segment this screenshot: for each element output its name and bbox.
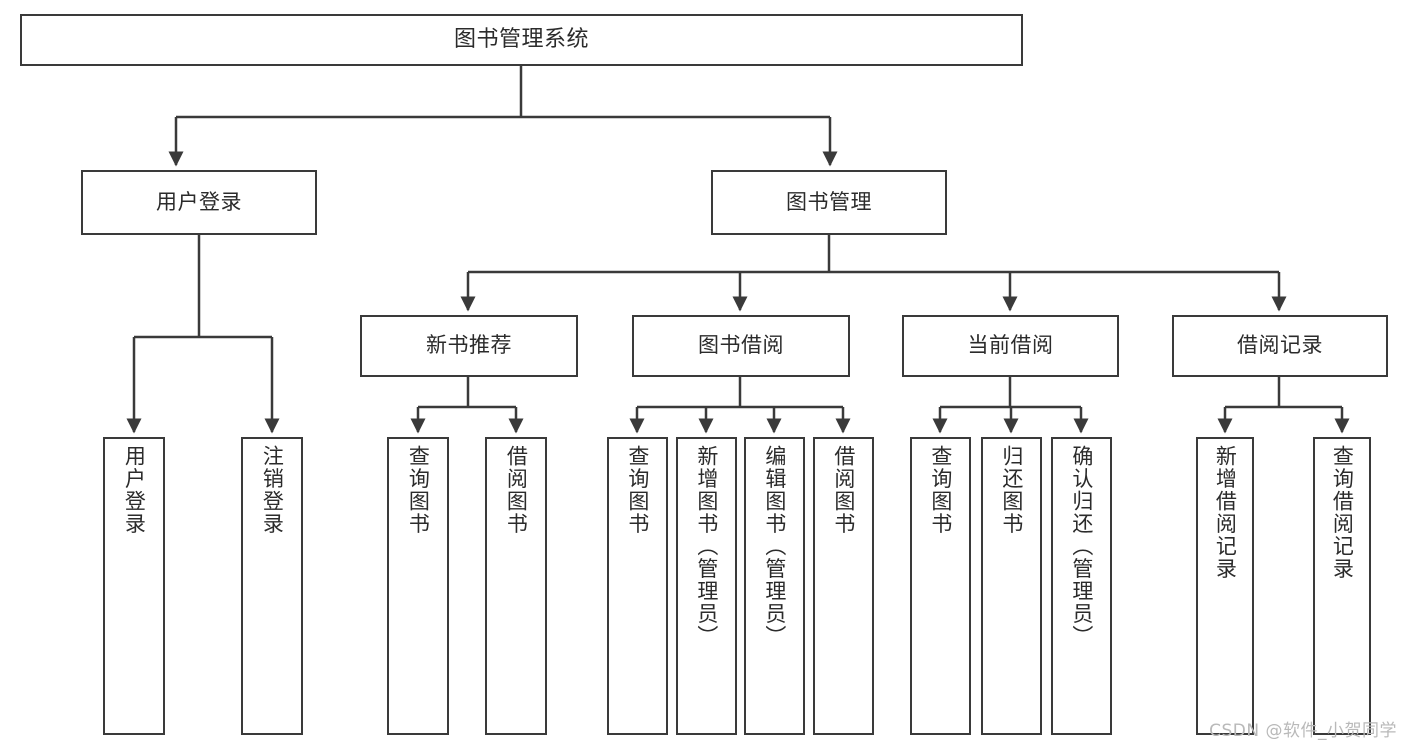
node-root-system[interactable]: 图书管理系统 xyxy=(20,14,1023,66)
leaf-newbook-borrow-book-label: 借阅图书 xyxy=(504,445,529,535)
leaf-borrow-lend-book-label: 借阅图书 xyxy=(831,445,856,535)
leaf-user-login-label: 用户登录 xyxy=(122,445,147,535)
node-new-book-recommend[interactable]: 新书推荐 xyxy=(360,315,578,377)
leaf-borrow-lend-book[interactable]: 借阅图书 xyxy=(813,437,874,735)
leaf-record-add-record[interactable]: 新增借阅记录 xyxy=(1196,437,1254,735)
node-user-login-label: 用户登录 xyxy=(156,189,242,214)
leaf-user-login[interactable]: 用户登录 xyxy=(103,437,165,735)
leaf-current-confirm-return-admin[interactable]: 确认归还（管理员） xyxy=(1051,437,1112,735)
leaf-newbook-borrow-book[interactable]: 借阅图书 xyxy=(485,437,547,735)
leaf-current-query-book-label: 查询图书 xyxy=(928,445,953,535)
node-borrow-record-label: 借阅记录 xyxy=(1237,333,1323,358)
leaf-record-query-record-label: 查询借阅记录 xyxy=(1330,445,1355,580)
node-user-login[interactable]: 用户登录 xyxy=(81,170,317,235)
leaf-borrow-edit-book-admin-label: 编辑图书（管理员） xyxy=(762,445,787,648)
node-book-borrow[interactable]: 图书借阅 xyxy=(632,315,850,377)
node-borrow-record[interactable]: 借阅记录 xyxy=(1172,315,1388,377)
node-book-management-label: 图书管理 xyxy=(786,189,872,214)
leaf-user-logout-label: 注销登录 xyxy=(260,445,285,535)
leaf-newbook-query-book[interactable]: 查询图书 xyxy=(387,437,449,735)
leaf-record-query-record[interactable]: 查询借阅记录 xyxy=(1313,437,1371,735)
leaf-borrow-add-book-admin[interactable]: 新增图书（管理员） xyxy=(676,437,737,735)
leaf-user-logout[interactable]: 注销登录 xyxy=(241,437,303,735)
leaf-newbook-query-book-label: 查询图书 xyxy=(406,445,431,535)
node-root-system-label: 图书管理系统 xyxy=(453,26,589,52)
node-book-borrow-label: 图书借阅 xyxy=(698,333,784,358)
node-book-management[interactable]: 图书管理 xyxy=(711,170,947,235)
node-current-borrow-label: 当前借阅 xyxy=(967,333,1054,358)
node-current-borrow[interactable]: 当前借阅 xyxy=(902,315,1119,377)
leaf-current-return-book-label: 归还图书 xyxy=(999,445,1024,535)
node-new-book-recommend-label: 新书推荐 xyxy=(426,333,512,358)
watermark-text: CSDN @软件_小贺同学 xyxy=(1209,721,1397,741)
leaf-current-return-book[interactable]: 归还图书 xyxy=(981,437,1042,735)
leaf-current-query-book[interactable]: 查询图书 xyxy=(910,437,971,735)
leaf-borrow-add-book-admin-label: 新增图书（管理员） xyxy=(694,445,719,648)
leaf-current-confirm-return-admin-label: 确认归还（管理员） xyxy=(1069,445,1094,648)
leaf-record-add-record-label: 新增借阅记录 xyxy=(1213,445,1238,580)
leaf-borrow-edit-book-admin[interactable]: 编辑图书（管理员） xyxy=(744,437,805,735)
leaf-borrow-query-book-label: 查询图书 xyxy=(625,445,650,535)
leaf-borrow-query-book[interactable]: 查询图书 xyxy=(607,437,668,735)
